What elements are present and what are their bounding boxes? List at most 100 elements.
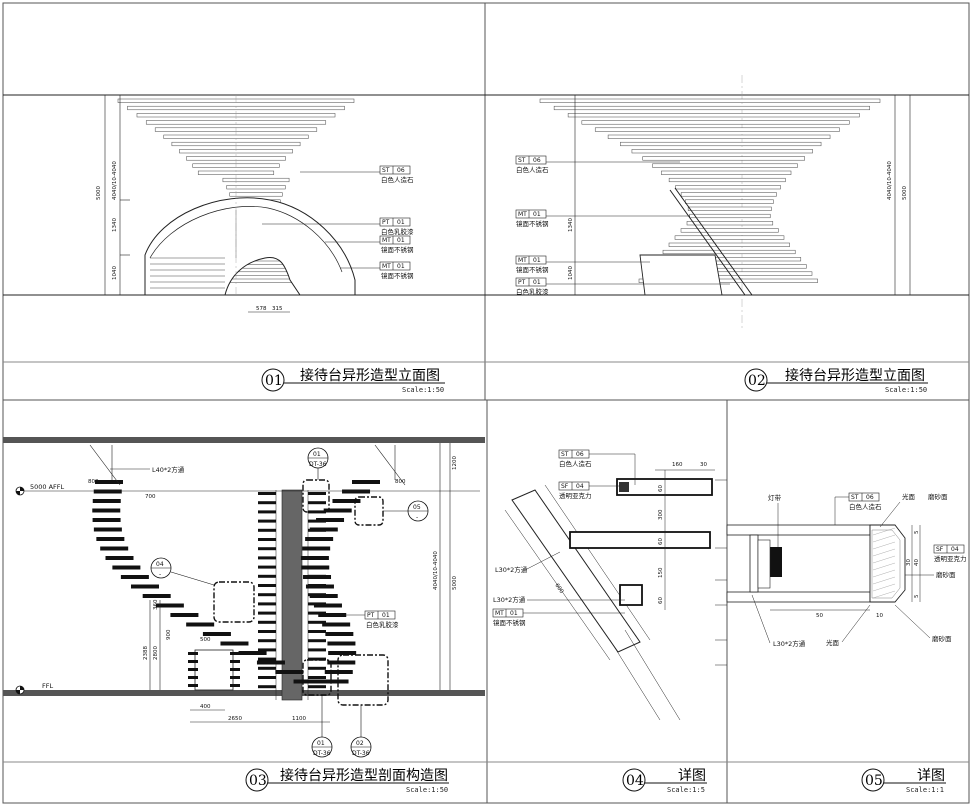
svg-text:1200: 1200 <box>452 456 458 470</box>
svg-text:白色乳胶漆: 白色乳胶漆 <box>381 227 414 236</box>
hatch-line <box>872 583 896 592</box>
svg-text:400: 400 <box>200 704 211 710</box>
step-left <box>130 584 159 589</box>
step-core <box>308 565 326 569</box>
p5-note-lamp: 灯带 <box>768 493 782 502</box>
svg-text:800: 800 <box>88 479 99 485</box>
panel-02-elevation: 4040/10-4040 5000 1340 1040 <box>485 75 969 330</box>
step-right <box>316 518 345 522</box>
step-core <box>258 611 276 615</box>
p5-note-gloss2: 光面 <box>826 638 840 647</box>
p5-hatch <box>872 527 896 599</box>
slat <box>581 120 850 125</box>
p3-callout-02-bottom: 02 DT-36 <box>350 705 372 758</box>
step-core <box>258 657 276 661</box>
p2-dim-d1: 1340 <box>568 218 574 232</box>
svg-text:-: - <box>416 514 418 521</box>
step-left <box>93 527 122 532</box>
step-left <box>93 489 122 494</box>
step-right <box>324 670 353 674</box>
bench-slat <box>230 660 240 663</box>
step-left <box>105 556 134 560</box>
svg-text:白色人造石: 白色人造石 <box>849 502 882 511</box>
step-left <box>96 537 125 541</box>
step-core <box>258 519 276 523</box>
svg-text:ST: ST <box>382 167 390 174</box>
step-right <box>320 679 349 684</box>
step-left <box>170 613 199 617</box>
p3-note-tube: L40*2方通 <box>152 465 185 474</box>
step-right <box>322 622 351 627</box>
step-core <box>308 676 326 679</box>
svg-text:5000: 5000 <box>452 576 458 590</box>
p2-title: 接待台异形造型立面图 <box>785 367 925 384</box>
svg-text:MT: MT <box>495 610 504 617</box>
hatch-line <box>872 548 896 557</box>
p5-number: 05 <box>865 773 883 789</box>
p5-note-gloss1: 光面 <box>902 492 916 501</box>
step-core <box>258 510 276 514</box>
svg-text:01: 01 <box>533 279 541 286</box>
p3-bench <box>188 652 240 687</box>
hatch-line <box>872 541 896 550</box>
p2-dim-total: 5000 <box>902 186 908 200</box>
svg-text:04: 04 <box>156 561 164 568</box>
hatch-line <box>872 555 896 564</box>
svg-text:镜面不锈钢: 镜面不锈钢 <box>381 245 414 254</box>
step-left <box>275 670 304 674</box>
slat <box>567 113 860 118</box>
step-left <box>256 660 285 665</box>
svg-text:2650: 2650 <box>228 716 242 722</box>
svg-text:40: 40 <box>914 559 920 566</box>
svg-text:06: 06 <box>576 451 584 458</box>
step-core <box>258 501 276 505</box>
step-left <box>220 641 249 646</box>
bench-slat <box>230 676 240 679</box>
svg-text:白色人造石: 白色人造石 <box>516 165 549 174</box>
panel-03-title-block: 03 接待台异形造型剖面构造图 Scale:1:50 <box>245 767 449 794</box>
step-core <box>258 574 276 578</box>
p1-dim-w2: 315 <box>272 306 283 312</box>
step-core <box>258 620 276 624</box>
step-core <box>258 584 276 587</box>
svg-text:04: 04 <box>951 546 959 553</box>
bench-slat <box>188 660 198 663</box>
slat <box>631 149 813 154</box>
svg-text:PT: PT <box>382 219 390 226</box>
p5-note-frost1: 磨砂面 <box>928 492 948 501</box>
step-core <box>308 538 326 541</box>
p5-note-frost3: 磨砂面 <box>932 634 952 643</box>
step-left <box>92 499 121 503</box>
slat <box>539 98 881 103</box>
panel-01-elevation: 5000 4040/10-4040 1340 1040 578 315 <box>3 94 485 313</box>
slat <box>674 235 785 240</box>
svg-text:DT-36: DT-36 <box>309 461 327 468</box>
step-core <box>308 648 326 652</box>
step-core <box>258 639 276 643</box>
p3-callout-05: 05 - <box>383 500 429 522</box>
panel-04-detail: 600 160 30 60 300 60 150 60 ST 06 白色人造石 … <box>492 449 727 721</box>
step-core <box>258 538 276 541</box>
step-core <box>258 676 276 679</box>
p1-dim-d2: 1040 <box>112 266 118 280</box>
p3-callout-01-bottom: 01 DT-36 <box>311 695 333 758</box>
slat <box>668 177 786 183</box>
step-core <box>258 593 276 597</box>
step-core <box>258 492 276 495</box>
svg-text:05: 05 <box>413 504 421 511</box>
svg-text:白色人造石: 白色人造石 <box>559 459 592 468</box>
bench-slat <box>188 668 198 671</box>
p2-dim-sub: 4040/10-4040 <box>887 161 893 200</box>
hatch-line <box>872 527 896 536</box>
step-core <box>308 685 326 689</box>
svg-text:02: 02 <box>356 740 364 747</box>
step-core <box>258 685 276 689</box>
step-left <box>202 632 231 636</box>
step-core <box>308 593 326 597</box>
step-core <box>308 657 326 661</box>
slat <box>685 199 774 204</box>
svg-text:50: 50 <box>816 613 823 619</box>
hatch-line <box>872 576 896 585</box>
step-core <box>308 584 326 587</box>
svg-text:PT: PT <box>518 279 526 286</box>
